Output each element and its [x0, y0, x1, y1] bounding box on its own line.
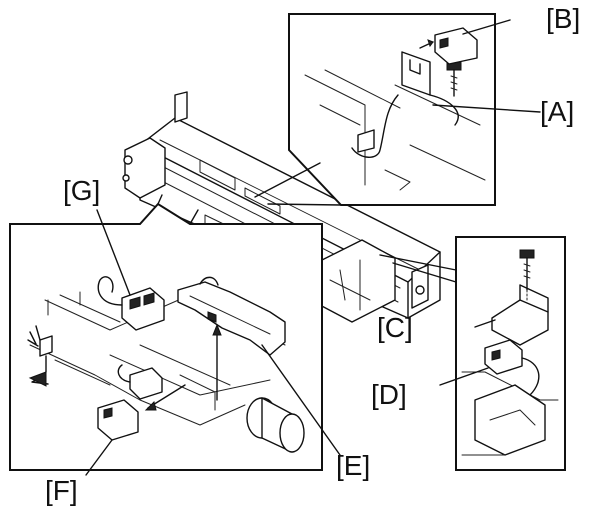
leader-d — [439, 367, 489, 386]
inset-ab — [288, 13, 496, 206]
label-f: [F] — [45, 475, 78, 506]
leader-f — [85, 439, 113, 476]
inset-efg — [9, 194, 323, 471]
label-d: [D] — [371, 379, 407, 410]
inset-cd — [455, 236, 566, 471]
leader-b — [462, 19, 511, 35]
label-a: [A] — [540, 96, 575, 127]
leader-g — [96, 209, 131, 296]
leader-c — [474, 319, 496, 328]
label-e: [E] — [336, 450, 371, 481]
leader-e — [261, 344, 341, 456]
label-c: [C] — [377, 312, 413, 343]
label-g: [G] — [63, 175, 101, 206]
label-b: [B] — [546, 3, 581, 34]
leader-a — [432, 104, 541, 113]
